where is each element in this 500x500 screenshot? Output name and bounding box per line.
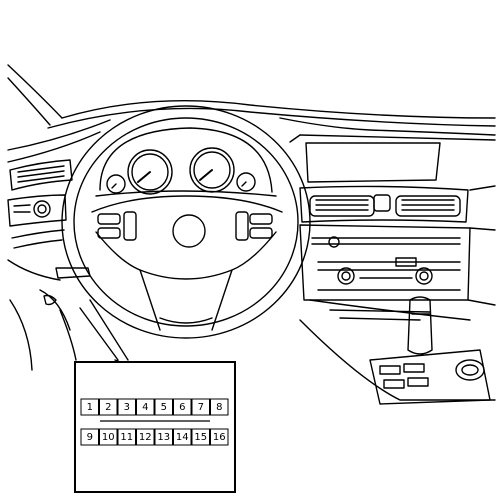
connector-pin-label: 10 xyxy=(102,432,115,443)
connector-pin-6: 6 xyxy=(174,399,192,415)
connector-pin-8: 8 xyxy=(211,399,229,415)
right-trim xyxy=(468,186,495,305)
left-lower-dash xyxy=(8,260,90,370)
connector-pin-label: 13 xyxy=(157,432,170,443)
connector-pin-10: 10 xyxy=(100,429,118,445)
center-display xyxy=(306,143,440,182)
connector-pin-label: 9 xyxy=(87,432,93,443)
connector-pin-12: 12 xyxy=(137,429,155,445)
center-air-vent xyxy=(300,186,468,222)
connector-pin-7: 7 xyxy=(192,399,210,415)
connector-pin-5: 5 xyxy=(155,399,173,415)
left-air-vent xyxy=(8,160,72,248)
connector-pin-13: 13 xyxy=(155,429,173,445)
connector-pin-label: 5 xyxy=(161,402,167,413)
connector-pin-label: 15 xyxy=(194,432,207,443)
connector-pin-9: 9 xyxy=(81,429,99,445)
center-stack-controls xyxy=(300,225,470,300)
a-pillar xyxy=(8,65,495,128)
connector-pin-label: 11 xyxy=(120,432,133,443)
connector-pin-4: 4 xyxy=(137,399,155,415)
steering-column xyxy=(80,300,128,360)
connector-pin-label: 16 xyxy=(213,432,226,443)
horn-emblem xyxy=(173,215,205,247)
gear-selector xyxy=(408,297,432,354)
connector-pin-11: 11 xyxy=(118,429,136,445)
connector-pin-label: 14 xyxy=(176,432,189,443)
connector-pin-label: 8 xyxy=(216,402,222,413)
connector-pin-16: 16 xyxy=(211,429,229,445)
connector-pin-14: 14 xyxy=(174,429,192,445)
instrument-cluster xyxy=(96,128,276,196)
connector-pin-label: 1 xyxy=(87,402,93,413)
dashboard-top xyxy=(8,118,495,162)
steering-wheel xyxy=(62,106,310,338)
connector-pin-15: 15 xyxy=(192,429,210,445)
connector-pin-label: 4 xyxy=(142,402,148,413)
connector-pin-3: 3 xyxy=(118,399,136,415)
connector-pin-label: 3 xyxy=(124,402,130,413)
connector-pin-label: 12 xyxy=(139,432,152,443)
connector-pin-2: 2 xyxy=(100,399,118,415)
connector-pin-1: 1 xyxy=(81,399,99,415)
connector-pin-label: 2 xyxy=(105,402,111,413)
center-console xyxy=(300,297,495,404)
connector-pin-label: 6 xyxy=(179,402,185,413)
connector-pin-label: 7 xyxy=(198,402,204,413)
